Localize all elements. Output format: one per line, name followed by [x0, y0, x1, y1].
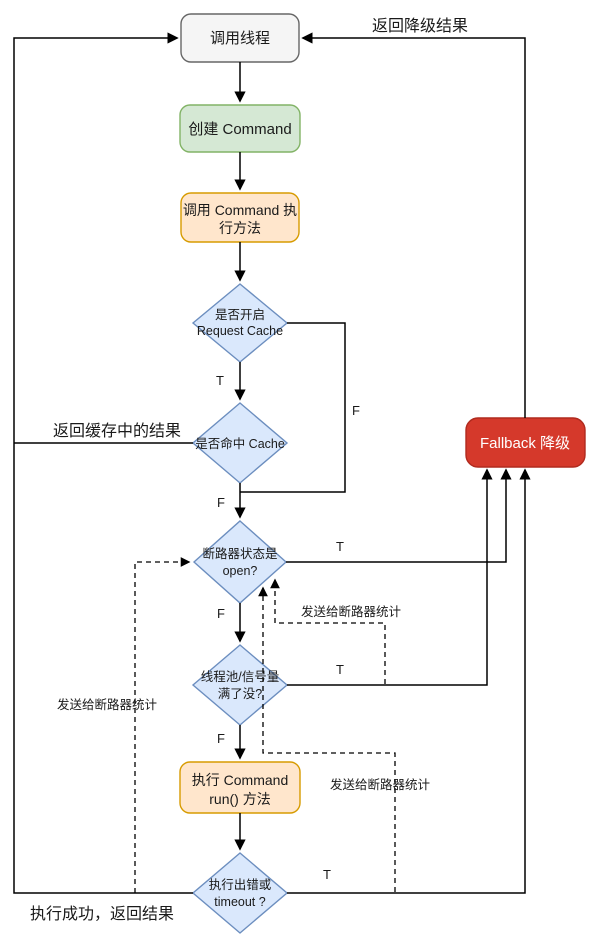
caller-thread-label: 调用线程: [210, 30, 270, 47]
label-t-circuit-open: T: [336, 539, 344, 554]
error-timeout-label-line2: timeout ?: [214, 895, 265, 909]
request-cache-label-line1: 是否开启: [215, 308, 265, 322]
label-t-pool-full: T: [336, 662, 344, 677]
circuit-open-label-line2: open?: [223, 564, 258, 578]
create-command-label: 创建 Command: [188, 121, 291, 138]
label-f-pool-full: F: [217, 731, 225, 746]
edge-pool-t-to-fallback: [287, 468, 493, 686]
label-t-error-timeout: T: [323, 867, 331, 882]
cache-hit-label: 是否命中 Cache: [195, 436, 285, 451]
label-f-cache-hit: F: [217, 495, 225, 510]
error-timeout-label-line1: 执行出错或: [209, 878, 272, 892]
label-f-circuit-open: F: [217, 606, 225, 621]
edge-stats-poolfull-to-circuit: [270, 578, 386, 684]
pool-full-label-line1: 线程池/信号量: [201, 669, 279, 684]
run-command-label-line1: 执行 Command: [192, 772, 288, 788]
pool-full-label-line2: 满了没?: [218, 686, 263, 701]
edge-error-t-to-fallback: [287, 468, 531, 894]
label-t-request-cache: T: [216, 373, 224, 388]
invoke-command-label-line1: 调用 Command 执: [183, 202, 297, 218]
label-send-stats-mid: 发送给断路器统计: [301, 604, 401, 619]
label-f-request-cache: F: [352, 403, 360, 418]
node-error-or-timeout: [191, 852, 289, 934]
label-return-fallback-result: 返回降级结果: [372, 17, 468, 35]
edge-circuit-t-to-fallback: [286, 468, 512, 563]
label-send-stats-right: 发送给断路器统计: [330, 777, 430, 792]
circuit-open-label-line1: 断路器状态是: [202, 546, 278, 561]
node-circuit-open: [192, 520, 288, 604]
edge-stats-success-to-circuit: [134, 557, 191, 893]
label-success-return-result: 执行成功，返回结果: [30, 905, 174, 923]
node-request-cache-enabled: [191, 283, 289, 363]
run-command-label-line2: run() 方法: [209, 791, 270, 807]
request-cache-label-line2: Request Cache: [197, 324, 283, 338]
edge-fallback-return-to-caller: [301, 32, 526, 418]
fallback-label: Fallback 降级: [480, 435, 570, 452]
node-pool-full: [191, 644, 289, 726]
label-return-cached-result: 返回缓存中的结果: [53, 422, 181, 440]
edge-requestcache-f-bypass: [240, 322, 346, 493]
label-send-stats-left: 发送给断路器统计: [57, 697, 157, 712]
edge-success-return-rail: [13, 32, 193, 894]
edge-stats-error-to-circuit: [258, 586, 396, 892]
invoke-command-label-line2: 行方法: [219, 220, 261, 236]
